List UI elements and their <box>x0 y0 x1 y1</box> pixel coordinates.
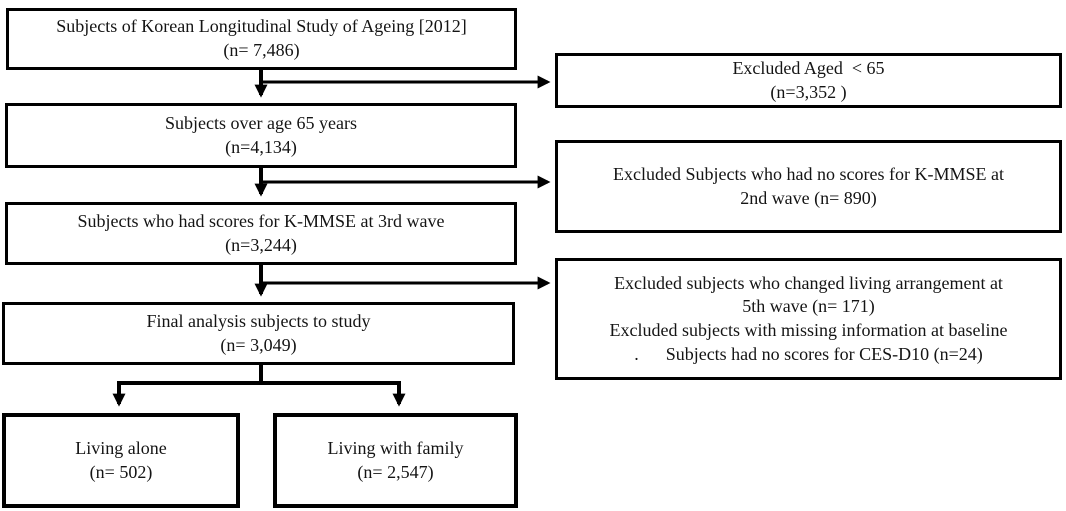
box-klosa-subjects: Subjects of Korean Longitudinal Study of… <box>6 8 517 70</box>
box-title: Subjects over age 65 years <box>165 112 357 133</box>
box-title: Living with family <box>327 437 464 458</box>
excluded-n-count: 2nd wave (n= 890) <box>740 187 877 208</box>
box-title: Subjects of Korean Longitudinal Study of… <box>56 16 467 37</box>
box-kmmse-3rd-wave: Subjects who had scores for K-MMSE at 3r… <box>5 202 517 265</box>
box-excluded-no-kmmse-2nd-wave: Excluded Subjects who had no scores for … <box>555 140 1062 233</box>
box-n-count: (n= 7,486) <box>223 40 300 60</box>
excluded-text: Excluded Subjects who had no scores for … <box>613 163 1004 184</box>
excluded-text: Excluded subjects with missing informati… <box>609 320 1008 340</box>
box-n-count: (n= 3,049) <box>220 334 297 355</box>
box-n-count: (n= 2,547) <box>357 461 434 482</box>
excluded-text: Excluded Aged < 65 <box>732 57 885 78</box>
excluded-n-count: 5th wave (n= 171) <box>742 296 875 317</box>
box-excluded-aged-under-65: Excluded Aged < 65 (n=3,352 ) <box>555 53 1062 108</box>
excluded-text: . Subjects had no scores for CES-D10 (n=… <box>634 343 983 364</box>
box-title: Final analysis subjects to study <box>146 310 371 331</box>
box-n-count: (n=4,134) <box>225 136 297 157</box>
box-excluded-5th-wave-missing: Excluded subjects who changed living arr… <box>555 258 1062 380</box>
box-title: Living alone <box>75 437 167 458</box>
box-n-count: (n= 502) <box>89 461 153 482</box>
excluded-text: Excluded subjects who changed living arr… <box>614 272 1003 293</box>
box-living-with-family: Living with family (n= 2,547) <box>273 413 518 508</box>
box-title: Subjects who had scores for K-MMSE at 3r… <box>77 210 445 231</box>
box-living-alone: Living alone (n= 502) <box>2 413 240 508</box>
box-n-count: (n=3,244) <box>225 234 297 255</box>
box-final-analysis: Final analysis subjects to study (n= 3,0… <box>2 302 515 365</box>
box-over-65: Subjects over age 65 years (n=4,134) <box>5 103 517 168</box>
excluded-n-count: (n=3,352 ) <box>770 81 847 102</box>
